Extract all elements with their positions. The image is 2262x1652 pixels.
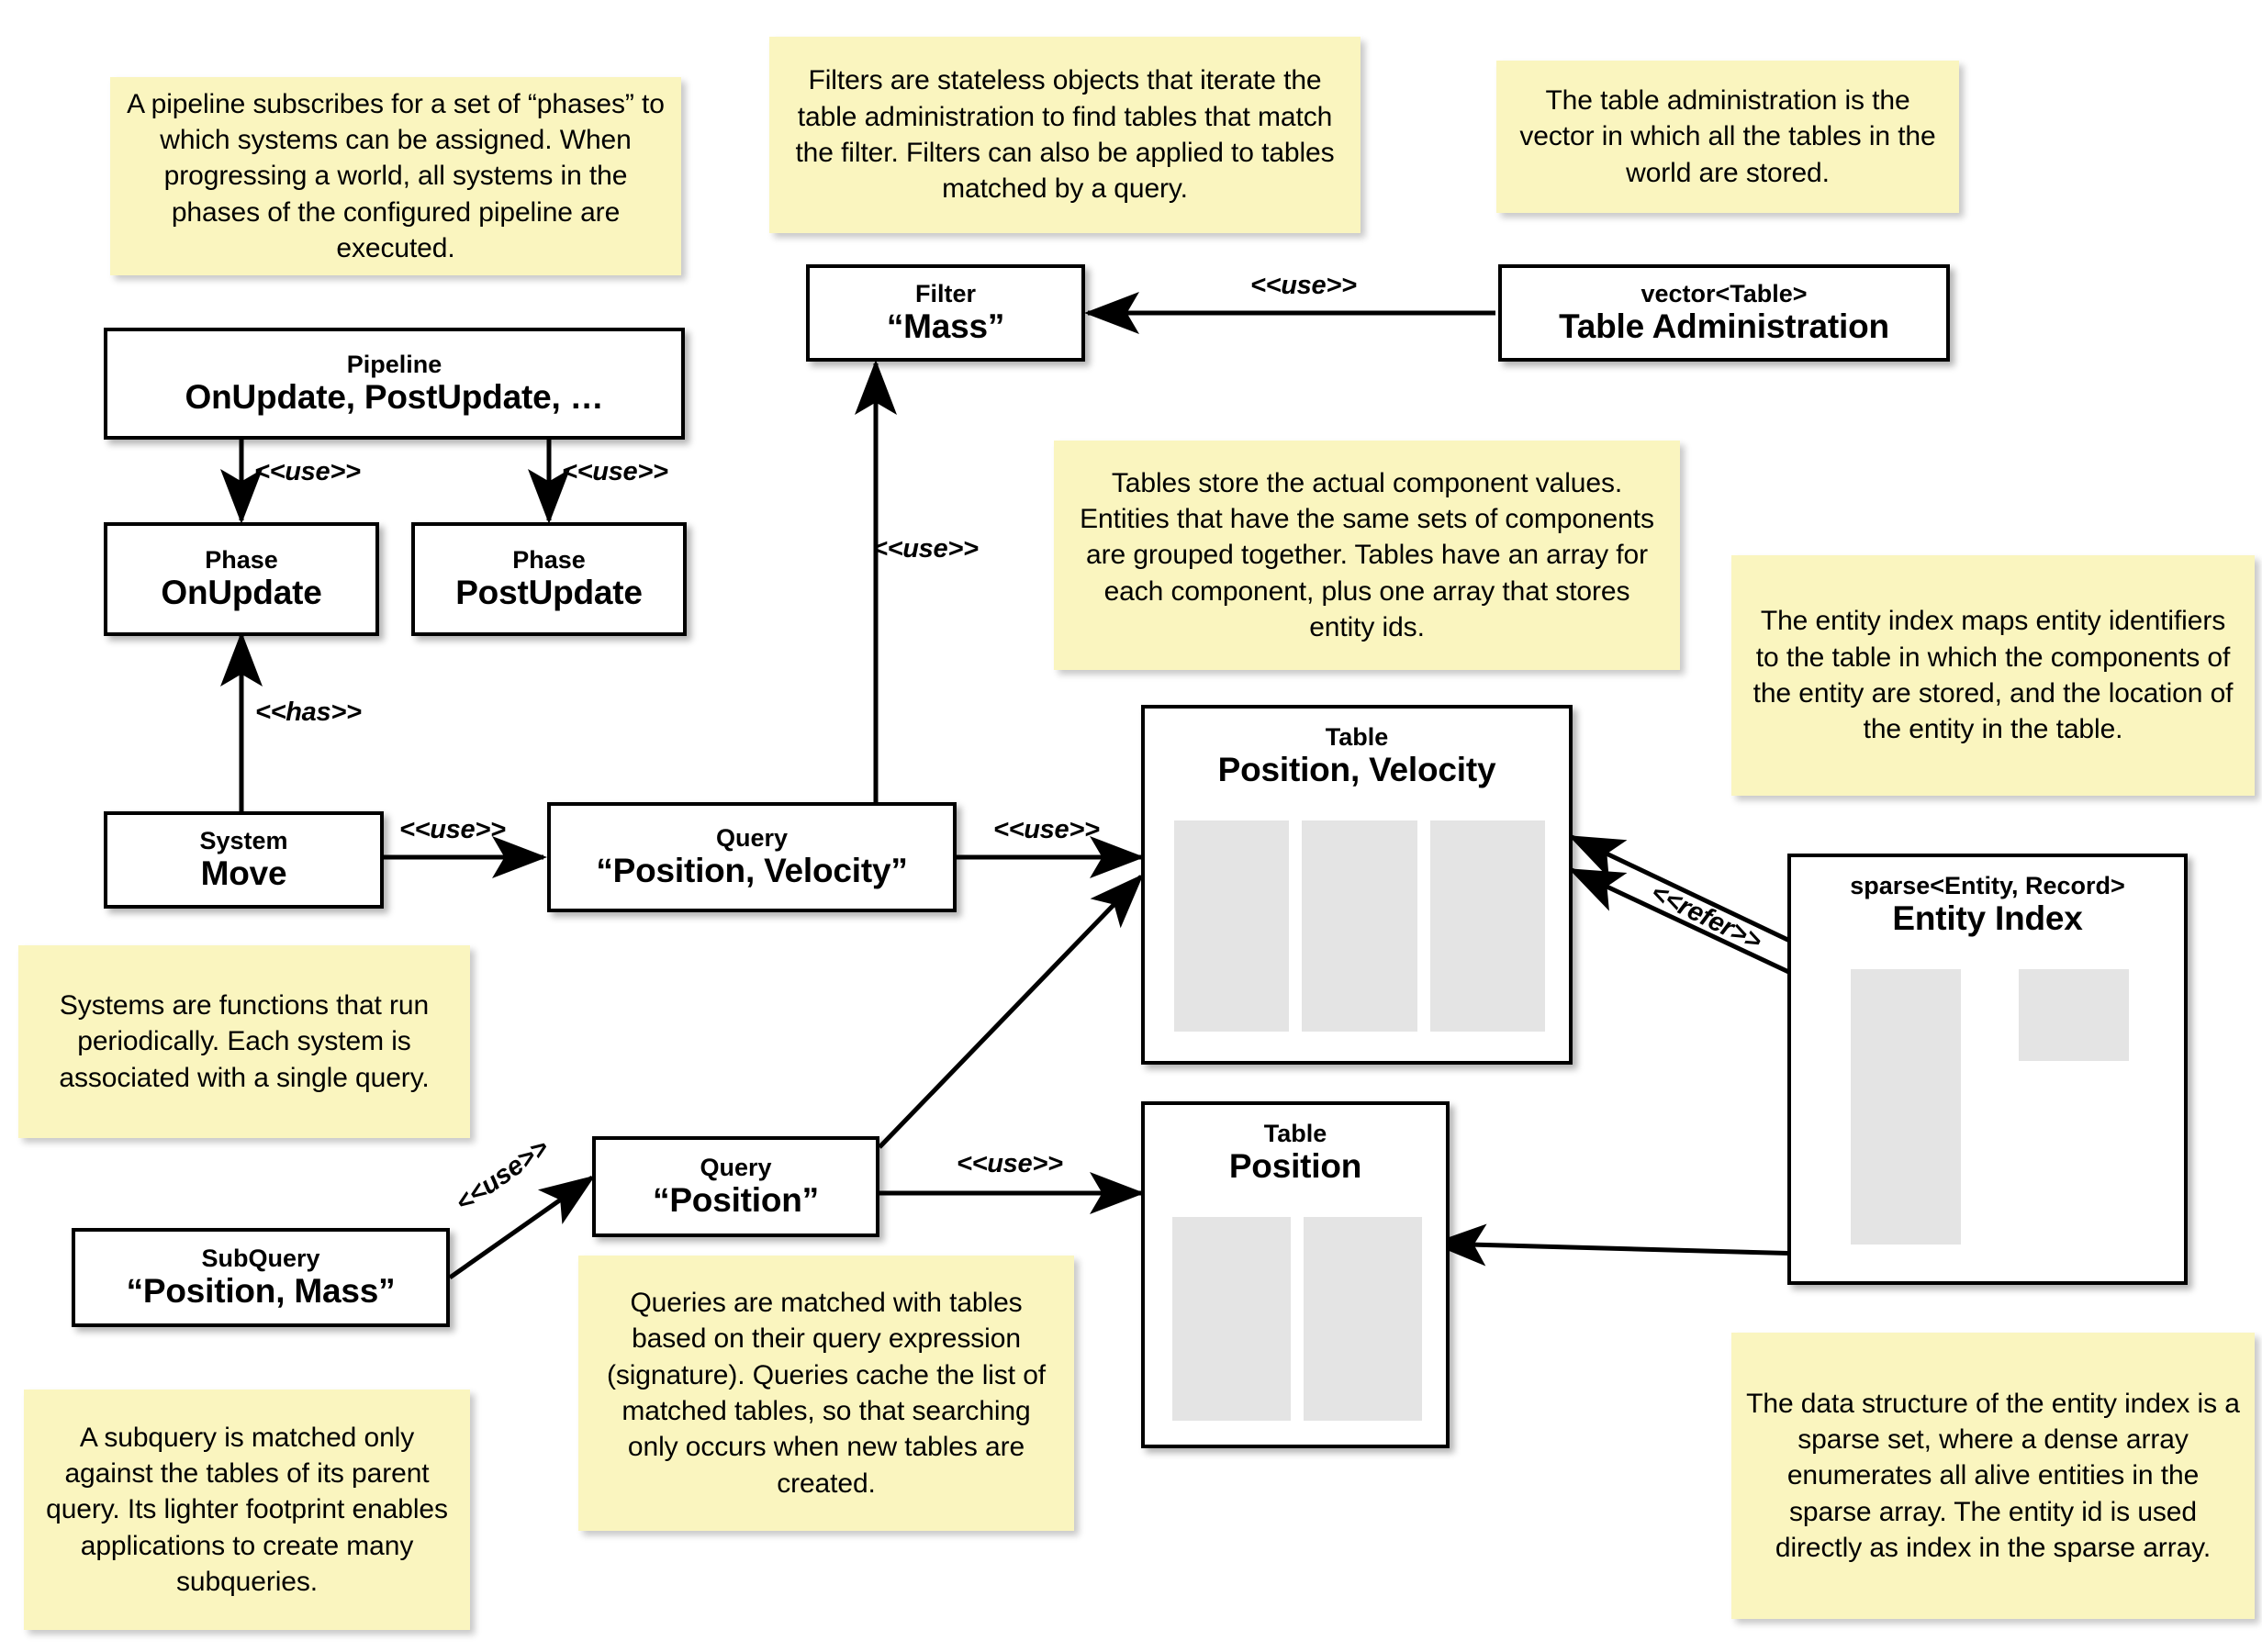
box-table-administration-name: Table Administration <box>1559 307 1889 346</box>
note-tables: Tables store the actual component values… <box>1054 441 1680 670</box>
note-table-admin-text: The table administration is the vector i… <box>1519 85 1936 188</box>
table-column <box>1174 820 1290 1032</box>
note-entity-index-text: The entity index maps entity identifiers… <box>1752 606 2234 745</box>
box-query-position-velocity-name: “Position, Velocity” <box>596 852 908 890</box>
box-phase-onupdate-stereotype: Phase <box>205 545 278 574</box>
edge-label-subquery-query: <<use>> <box>450 1133 554 1219</box>
box-filter-mass-stereotype: Filter <box>914 279 976 307</box>
note-entity-index: The entity index maps entity identifiers… <box>1731 555 2255 796</box>
note-sparse-set: The data structure of the entity index i… <box>1731 1333 2255 1619</box>
table-column <box>1429 820 1545 1032</box>
box-table-administration[interactable]: vector<Table> Table Administration <box>1498 264 1950 362</box>
box-phase-onupdate-name: OnUpdate <box>161 574 322 612</box>
box-entity-index-name: Entity Index <box>1892 899 2083 938</box>
box-phase-postupdate[interactable]: Phase PostUpdate <box>411 522 687 636</box>
box-phase-postupdate-name: PostUpdate <box>455 574 643 612</box>
box-filter-mass[interactable]: Filter “Mass” <box>806 264 1085 362</box>
box-subquery-position-mass[interactable]: SubQuery “Position, Mass” <box>72 1228 450 1327</box>
box-pipeline-name: OnUpdate, PostUpdate, … <box>185 378 604 417</box>
table-position-velocity-columns <box>1174 820 1545 1032</box>
edge-label-tableadmin-filter: <<use>> <box>1250 271 1357 300</box>
table-column <box>1302 820 1417 1032</box>
note-filter: Filters are stateless objects that itera… <box>769 37 1361 233</box>
box-system-move-stereotype: System <box>199 826 288 854</box>
box-query-position[interactable]: Query “Position” <box>592 1136 879 1237</box>
table-position-columns <box>1172 1217 1422 1421</box>
box-table-position-velocity-name: Position, Velocity <box>1217 751 1496 789</box>
note-systems-text: Systems are functions that run periodica… <box>59 990 430 1093</box>
edge-label-move-onupdate: <<has>> <box>255 698 362 727</box>
box-subquery-position-mass-stereotype: SubQuery <box>201 1244 320 1272</box>
box-phase-postupdate-stereotype: Phase <box>512 545 586 574</box>
edge-querypos-tableposvel <box>878 874 1144 1149</box>
box-table-position-velocity[interactable]: Table Position, Velocity <box>1141 705 1573 1065</box>
edge-label-queryposvel-table: <<use>> <box>993 815 1100 844</box>
edge-label-pipeline-onupdate: <<use>> <box>254 457 361 486</box>
edge-label-query-filter: <<use>> <box>872 534 979 564</box>
box-entity-index[interactable]: sparse<Entity, Record> Entity Index <box>1787 854 2188 1285</box>
note-pipeline: A pipeline subscribes for a set of “phas… <box>110 77 681 275</box>
box-table-position[interactable]: Table Position <box>1141 1101 1450 1448</box>
box-query-position-name: “Position” <box>653 1181 819 1220</box>
note-pipeline-text: A pipeline subscribes for a set of “phas… <box>127 88 665 263</box>
box-table-position-velocity-stereotype: Table <box>1325 723 1389 751</box>
box-subquery-position-mass-name: “Position, Mass” <box>126 1272 396 1311</box>
edge-label-entityindex-refer: <<refer>> <box>1646 877 1766 957</box>
box-pipeline-stereotype: Pipeline <box>346 350 442 378</box>
entity-index-dense-array <box>2019 969 2129 1061</box>
table-column <box>1172 1217 1291 1421</box>
edge-label-move-query: <<use>> <box>399 815 506 844</box>
box-query-position-stereotype: Query <box>700 1153 772 1181</box>
box-entity-index-stereotype: sparse<Entity, Record> <box>1850 872 2125 899</box>
box-filter-mass-name: “Mass” <box>886 307 1005 346</box>
box-pipeline[interactable]: Pipeline OnUpdate, PostUpdate, … <box>104 328 685 440</box>
table-column <box>1304 1217 1422 1421</box>
box-query-position-velocity[interactable]: Query “Position, Velocity” <box>547 802 957 912</box>
edge-label-querypos-tablepos: <<use>> <box>957 1149 1063 1178</box>
note-systems: Systems are functions that run periodica… <box>18 945 470 1138</box>
box-phase-onupdate[interactable]: Phase OnUpdate <box>104 522 379 636</box>
box-table-position-stereotype: Table <box>1263 1120 1327 1147</box>
box-table-administration-stereotype: vector<Table> <box>1641 279 1808 307</box>
edge-label-pipeline-postupdate: <<use>> <box>562 457 668 486</box>
note-subquery: A subquery is matched only against the t… <box>24 1390 470 1630</box>
note-subquery-text: A subquery is matched only against the t… <box>46 1422 448 1597</box>
box-system-move-name: Move <box>200 854 287 893</box>
note-tables-text: Tables store the actual component values… <box>1080 467 1654 642</box>
note-queries: Queries are matched with tables based on… <box>578 1256 1074 1531</box>
entity-index-sparse-array <box>1851 969 1961 1245</box>
note-sparse-set-text: The data structure of the entity index i… <box>1746 1388 2240 1563</box>
box-system-move[interactable]: System Move <box>104 811 384 909</box>
note-queries-text: Queries are matched with tables based on… <box>606 1288 1047 1499</box>
box-query-position-velocity-stereotype: Query <box>715 823 789 852</box>
note-filter-text: Filters are stateless objects that itera… <box>795 65 1335 205</box>
note-table-admin: The table administration is the vector i… <box>1496 61 1959 213</box>
box-table-position-name: Position <box>1228 1147 1362 1186</box>
